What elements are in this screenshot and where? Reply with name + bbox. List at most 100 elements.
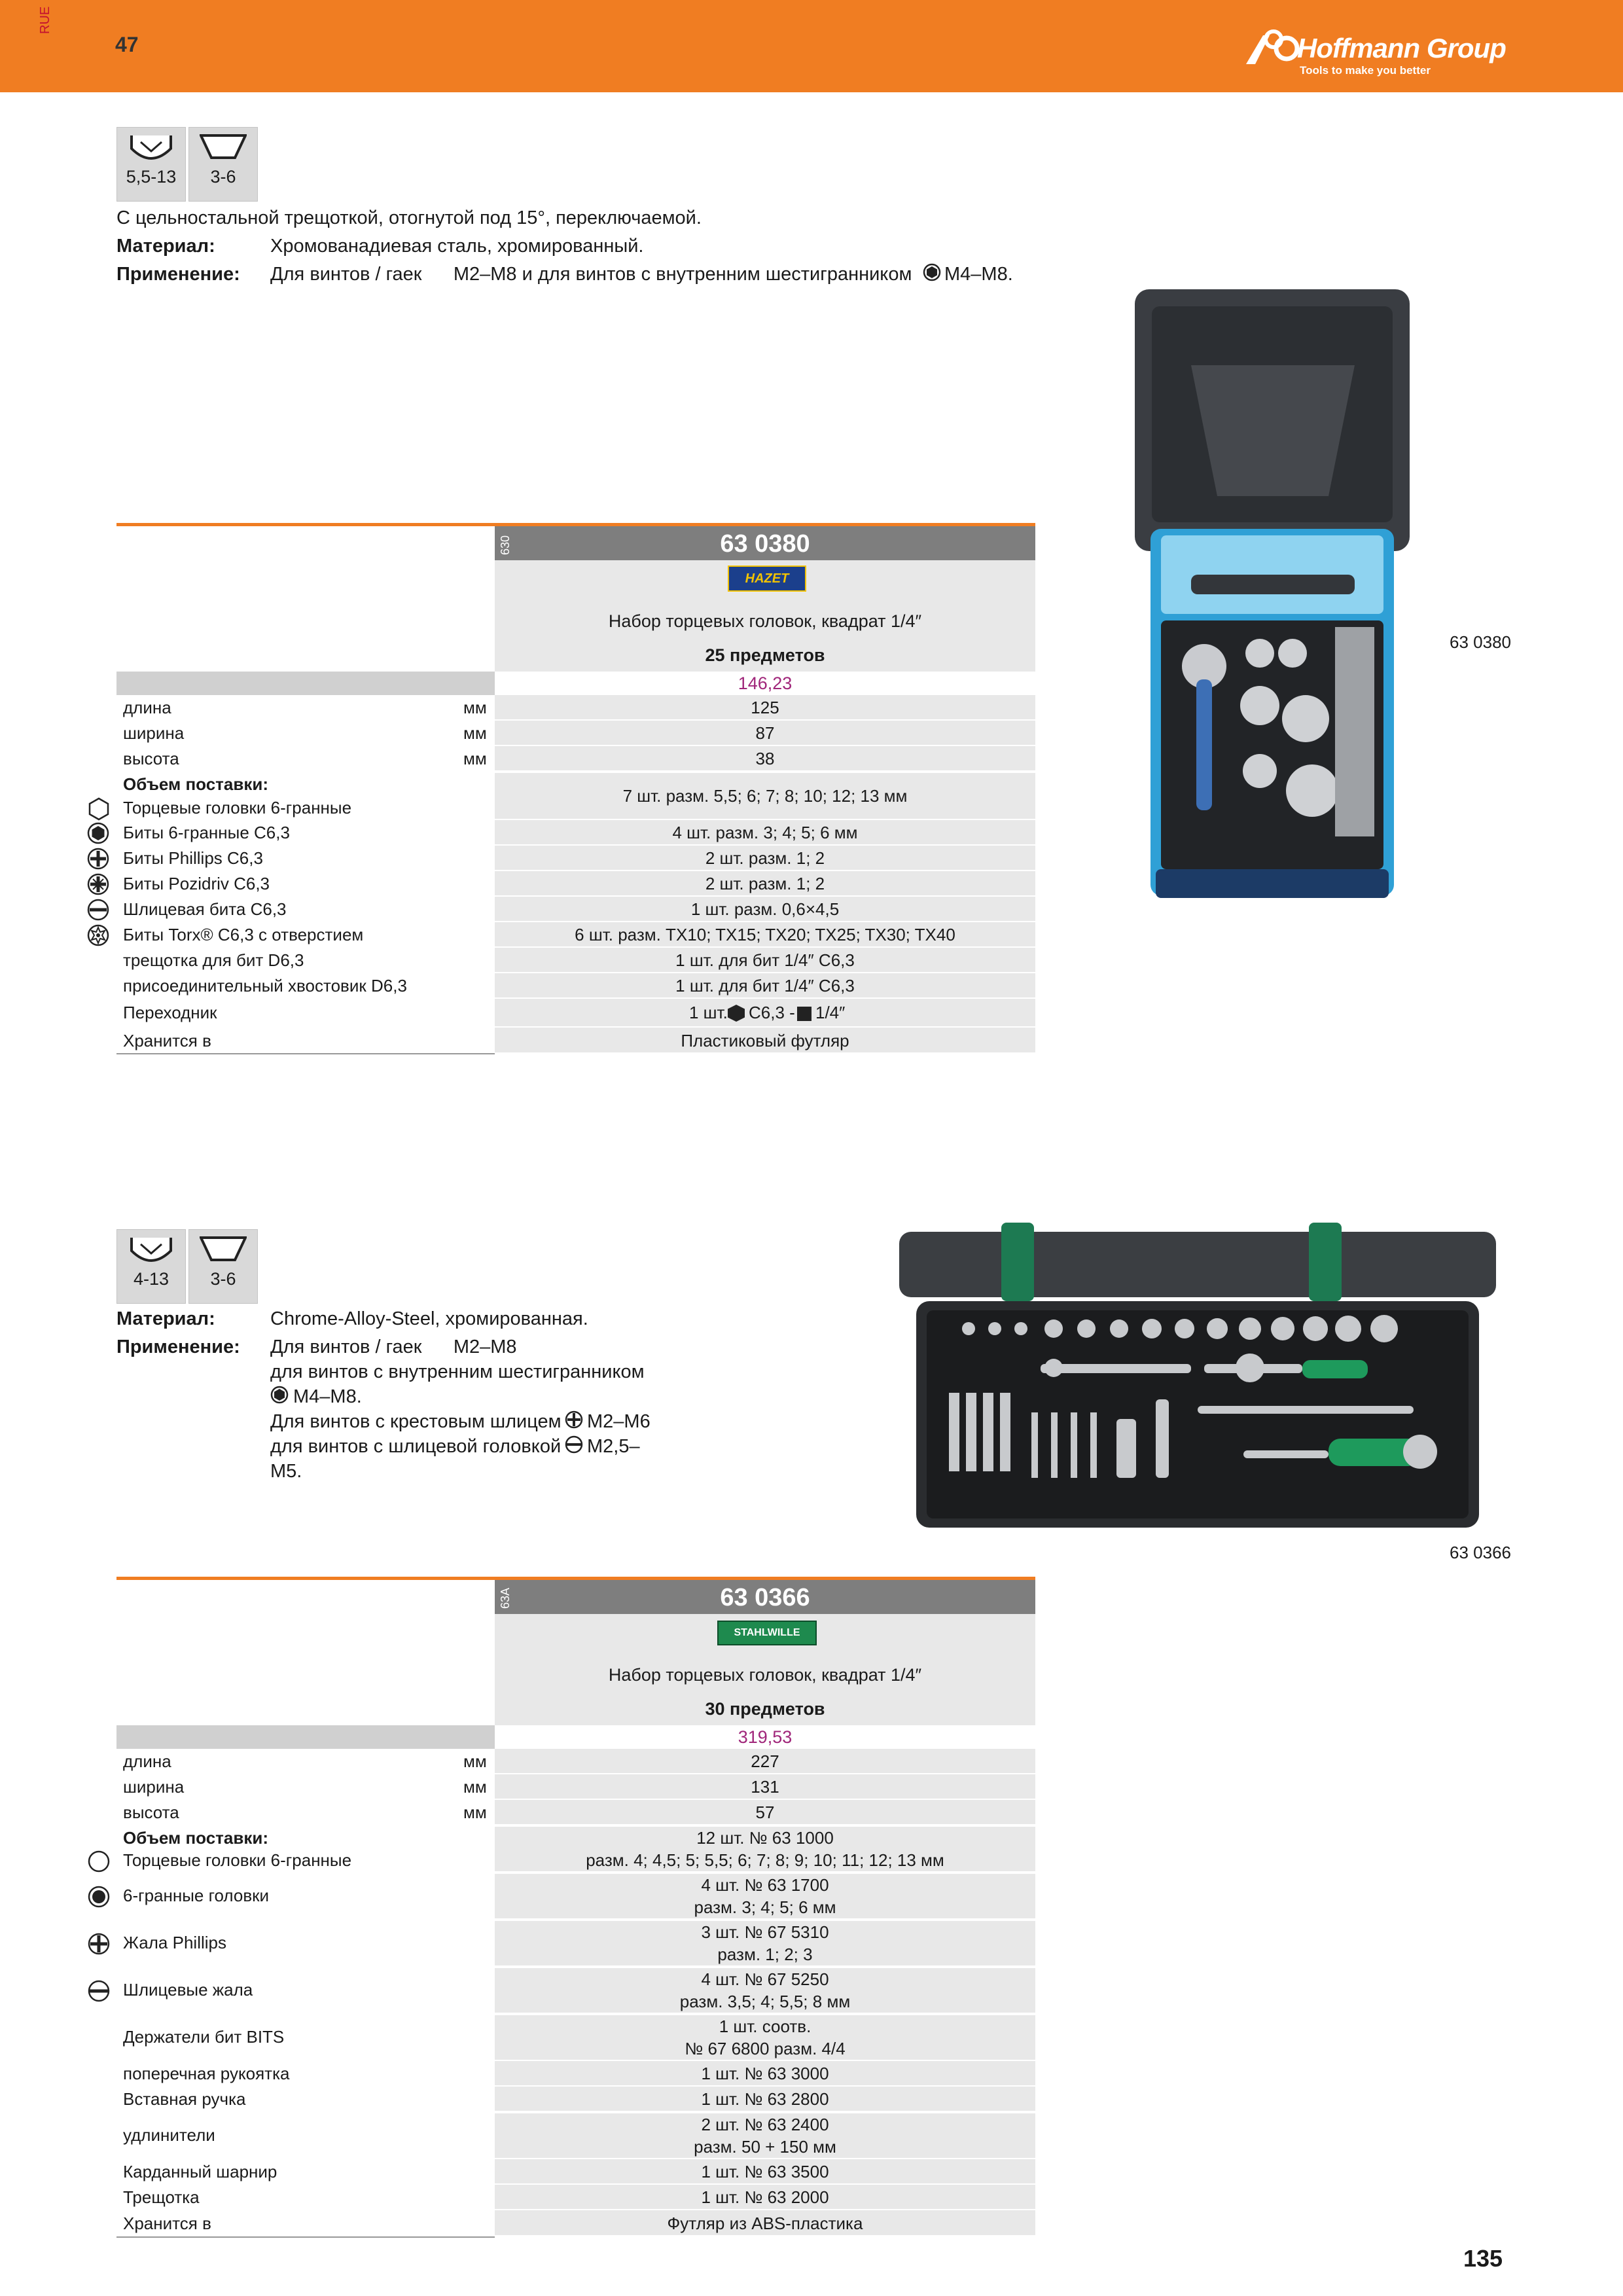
case-image-icon — [899, 1223, 1496, 1528]
row-value: разм. 4; 4,5; 5; 5,5; 6; 7; 8; 9; 10; 11… — [586, 1850, 944, 1870]
product1-intro: С цельностальной трещоткой, отогнутой по… — [116, 207, 702, 228]
row-unit: мм — [463, 1803, 487, 1822]
table-row: Вставная ручка 1 шт. № 63 2800 — [116, 2087, 1035, 2112]
bit-size-box: 3-6 — [188, 127, 258, 202]
table-row: Карданный шарнир 1 шт. № 63 3500 — [116, 2159, 1035, 2185]
table-row: Переходник 1 шт. C6,3 - 1/4″ — [116, 999, 1035, 1028]
row-label: 6-гранные головки — [123, 1886, 270, 1905]
table-row: Трещотка 1 шт. № 63 2000 — [116, 2185, 1035, 2210]
socket-size-label: 5,5-13 — [126, 167, 177, 187]
row-label: Биты 6-гранные C6,3 — [123, 823, 290, 842]
table-row: Хранится в Футляр из ABS-пластика — [116, 2210, 1035, 2236]
chapter-number: 47 — [115, 33, 139, 56]
application-line: для винтов с шлицевой головкой — [270, 1436, 562, 1457]
row-label: Биты Phillips C6,3 — [123, 848, 263, 868]
phillips-icon — [565, 1410, 583, 1429]
hoffmann-logo-icon — [1246, 29, 1300, 64]
socket-size-label: 4-13 — [133, 1269, 169, 1289]
row-label: ширина — [123, 723, 185, 743]
table-bottom-rule — [116, 1053, 495, 1054]
application-label: Применение: — [116, 1336, 240, 1357]
row-label: Шлицевые жала — [123, 1980, 253, 2000]
table-row: высота мм 57 — [116, 1800, 1035, 1825]
table-row: удлинители 2 шт. № 63 2400 разм. 50 + 15… — [116, 2112, 1035, 2159]
stahlwille-logo: STAHLWILLE — [717, 1621, 817, 1645]
row-unit: мм — [463, 1751, 487, 1771]
row-label: поперечная рукоятка — [123, 2064, 290, 2083]
row-value: 2 шт. разм. 1; 2 — [705, 848, 825, 868]
table-row: ширина мм 131 — [116, 1774, 1035, 1800]
hex-socket-icon — [88, 797, 109, 821]
row-label: Хранится в — [123, 1031, 211, 1050]
hex-drive-icon — [728, 1005, 745, 1022]
table-row: поперечная рукоятка 1 шт. № 63 3000 — [116, 2061, 1035, 2087]
row-value: разм. 3,5; 4; 5,5; 8 мм — [679, 1992, 851, 2011]
row-label: ширина — [123, 1777, 185, 1797]
set-description: Набор торцевых головок, квадрат 1/4″ — [608, 611, 922, 631]
slotted-icon — [88, 1980, 110, 2002]
hex-bit-icon — [923, 263, 941, 281]
row-label: Биты Torx® C6,3 с отверстием — [123, 925, 364, 944]
photo-caption: 63 0366 — [1450, 1543, 1511, 1562]
brand-logo: Hoffmann Group Tools to make you better — [1243, 20, 1518, 79]
application-line: для винтов с внутренним шестигранником — [270, 1361, 645, 1382]
row-label: высота — [123, 749, 179, 768]
row-value: разм. 50 + 150 мм — [694, 2137, 836, 2157]
phillips-icon — [88, 1933, 110, 1955]
table-row: Жала Phillips 3 шт. № 67 5310 разм. 1; 2… — [116, 1920, 1035, 1967]
product-photo-630380 — [1132, 287, 1412, 903]
table-row: Биты Torx® C6,3 с отверстием 6 шт. разм.… — [116, 922, 1035, 948]
row-value: 2 шт. № 63 2400 — [701, 2115, 829, 2134]
row-label: Держатели бит BITS — [123, 2027, 285, 2047]
row-value: 7 шт. разм. 5,5; 6; 7; 8; 10; 12; 13 мм — [622, 786, 908, 806]
bit-size-label: 3-6 — [210, 1269, 236, 1289]
row-label: Карданный шарнир — [123, 2162, 277, 2181]
page-header — [0, 0, 1623, 92]
socket-size-box: 5,5-13 — [116, 127, 186, 202]
row-value: 1 шт. разм. 0,6×4,5 — [690, 899, 840, 919]
row-label: Вставная ручка — [123, 2089, 246, 2109]
row-value: 6 шт. разм. TX10; TX15; TX20; TX25; TX30… — [575, 925, 955, 944]
application-line: Для винтов с крестовым шлицем — [270, 1411, 562, 1432]
row-unit: мм — [463, 1777, 487, 1797]
piece-count: 25 предметов — [705, 645, 825, 665]
hex-bit-icon — [270, 1386, 289, 1404]
row-label: Переходник — [123, 1003, 217, 1022]
material-label: Материал: — [116, 236, 215, 257]
application-label: Применение: — [116, 264, 240, 285]
table-row: Биты Phillips C6,3 2 шт. разм. 1; 2 — [116, 846, 1035, 871]
application-line: M5. — [270, 1461, 302, 1482]
row-value: 2 шт. разм. 1; 2 — [705, 874, 825, 893]
row-value: 1 шт. № 63 3500 — [701, 2162, 829, 2181]
row-label: трещотка для бит D6,3 — [123, 950, 304, 970]
material-text: Хромованадиевая сталь, хромированный. — [270, 236, 644, 257]
table-row: длина мм 227 — [116, 1749, 1035, 1774]
table-row: трещотка для бит D6,3 1 шт. для бит 1/4″… — [116, 948, 1035, 973]
adapter-to: 1/4″ — [815, 1003, 846, 1022]
row-value: Пластиковый футляр — [681, 1031, 849, 1050]
bit-size-label: 3-6 — [210, 167, 236, 187]
phillips-icon — [87, 848, 109, 870]
row-label: присоединительный хвостовик D6,3 — [123, 976, 407, 996]
hazet-logo-text: HAZET — [745, 571, 789, 586]
row-label: Шлицевая бита C6,3 — [123, 899, 287, 919]
row-value: 4 шт. № 63 1700 — [701, 1875, 829, 1895]
row-value: 125 — [751, 698, 779, 717]
table-row: Хранится в Пластиковый футляр — [116, 1028, 1035, 1054]
article-info: STAHLWILLE Набор торцевых головок, квадр… — [495, 1614, 1035, 1725]
article-info: HAZET Набор торцевых головок, квадрат 1/… — [495, 560, 1035, 672]
row-unit: мм — [463, 698, 487, 717]
row-label: Биты Pozidriv C6,3 — [123, 874, 270, 893]
stahlwille-logo-text: STAHLWILLE — [734, 1627, 800, 1638]
case-image-icon — [1135, 289, 1410, 898]
application-line: M2,5– — [587, 1436, 640, 1457]
row-label: Трещотка — [123, 2187, 200, 2207]
application-line: M2–M6 — [587, 1411, 651, 1432]
section-tab: RUE — [38, 6, 52, 34]
table-row: Биты 6-гранные C6,3 4 шт. разм. 3; 4; 5;… — [116, 820, 1035, 846]
piece-count: 30 предметов — [705, 1699, 825, 1719]
brand-tagline: Tools to make you better — [1300, 64, 1431, 77]
row-value: разм. 1; 2; 3 — [717, 1945, 813, 1964]
application-text-end: M4–M8. — [944, 264, 1013, 285]
application-text: Для винтов / гаек M2–M8 и для винтов с в… — [270, 264, 912, 285]
